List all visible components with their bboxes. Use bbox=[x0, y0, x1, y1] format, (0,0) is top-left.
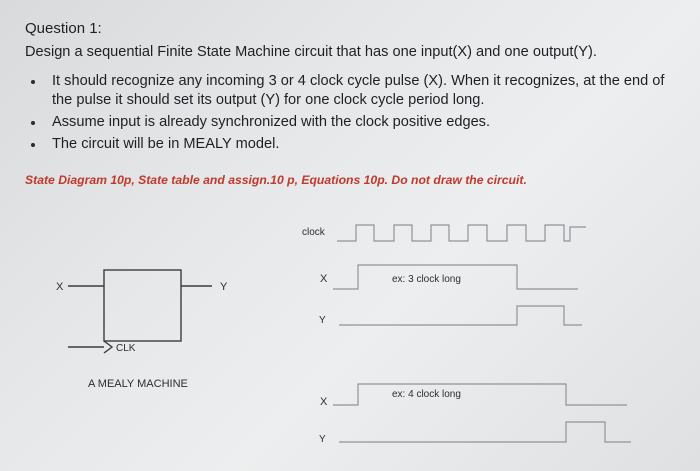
requirement-text: Assume input is already synchronized wit… bbox=[52, 114, 491, 130]
example1-y-waveform bbox=[339, 305, 582, 326]
input-label: X bbox=[56, 281, 64, 293]
example1-note: ex: 3 clock long bbox=[392, 274, 461, 285]
example2-y-waveform bbox=[339, 421, 631, 443]
example2-x-label: X bbox=[320, 396, 328, 408]
question-lead: Design a sequential Finite State Machine… bbox=[25, 44, 597, 60]
clock-waveform bbox=[337, 224, 586, 242]
example1-x-label: X bbox=[320, 273, 328, 285]
example2-y-label: Y bbox=[319, 434, 326, 445]
mealy-block-diagram bbox=[68, 269, 212, 354]
question-title: Question 1: bbox=[25, 20, 102, 37]
output-label: Y bbox=[220, 281, 228, 293]
bullet-icon bbox=[31, 80, 35, 84]
requirement-item: It should recognize any incoming 3 or 4 … bbox=[25, 72, 675, 110]
clock-triangle-icon bbox=[103, 340, 114, 354]
example1-y-label: Y bbox=[319, 315, 326, 326]
example1-x-waveform bbox=[333, 264, 578, 290]
grading-note: State Diagram 10p, State table and assig… bbox=[25, 173, 527, 187]
requirement-item: Assume input is already synchronized wit… bbox=[25, 113, 675, 132]
timing-waveforms bbox=[333, 224, 631, 443]
machine-box bbox=[103, 269, 182, 342]
example2-note: ex: 4 clock long bbox=[392, 389, 461, 400]
requirement-text: The circuit will be in MEALY model. bbox=[52, 136, 280, 152]
requirement-text: It should recognize any incoming 3 or 4 … bbox=[52, 73, 665, 108]
clock-input-label: CLK bbox=[116, 343, 136, 354]
bullet-icon bbox=[31, 121, 35, 125]
requirement-item: The circuit will be in MEALY model. bbox=[25, 135, 675, 154]
block-caption: A MEALY MACHINE bbox=[88, 378, 188, 390]
example2-x-waveform bbox=[333, 383, 627, 406]
clock-signal-label: clock bbox=[302, 227, 326, 238]
bullet-icon bbox=[31, 143, 35, 147]
requirement-list: It should recognize any incoming 3 or 4 … bbox=[25, 72, 675, 157]
